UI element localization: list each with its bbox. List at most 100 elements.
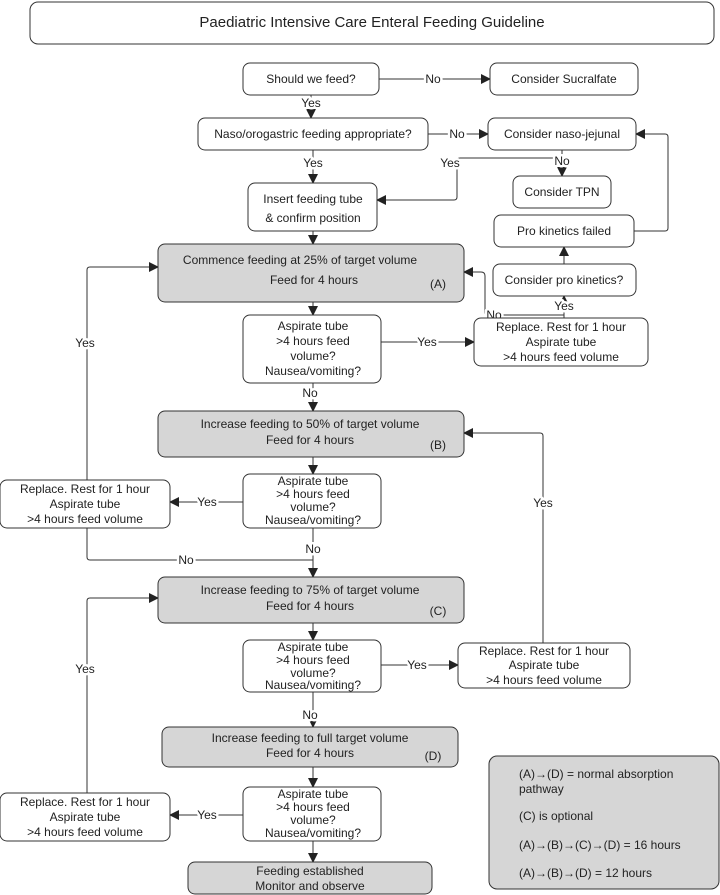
node-text: Replace. Rest for 1 hour: [479, 644, 609, 658]
node-text: Replace. Rest for 1 hour: [20, 482, 150, 496]
node-text: Feeding established: [256, 864, 363, 878]
label-yes: Yes: [301, 96, 321, 110]
node-text: volume?: [290, 349, 336, 363]
node-text: >4 hours feed: [276, 800, 350, 814]
node-text: (B): [430, 438, 446, 452]
node-consider-sucralfate: Consider Sucralfate: [489, 62, 639, 96]
label-yes: Yes: [554, 299, 574, 313]
node-text: Consider naso-jejunal: [504, 127, 620, 141]
node-replace-4: Replace. Rest for 1 hour Aspirate tube >…: [0, 792, 171, 842]
node-text: Aspirate tube: [278, 474, 349, 488]
node-step-a: Commence feeding at 25% of target volume…: [157, 243, 465, 303]
node-consider-pro-kinetics: Consider pro kinetics?: [492, 263, 637, 297]
node-text: Aspirate tube: [50, 810, 121, 824]
label-no: No: [305, 542, 321, 556]
node-text: (A): [430, 277, 446, 291]
node-text: Commence feeding at 25% of target volume: [183, 253, 417, 267]
node-text: Feed for 4 hours: [266, 746, 354, 760]
node-text: Increase feeding to 75% of target volume: [201, 583, 420, 597]
label-no: No: [449, 127, 465, 141]
connectors: [86, 74, 669, 863]
node-text: Nausea/vomiting?: [265, 364, 361, 378]
node-text: Aspirate tube: [509, 658, 580, 672]
node-consider-naso-jejunal: Consider naso-jejunal: [487, 117, 637, 151]
node-text: Monitor and observe: [255, 879, 365, 893]
label-no: No: [425, 72, 441, 86]
node-should-feed: Should we feed?: [242, 62, 380, 96]
node-text: volume?: [290, 666, 336, 680]
label-yes: Yes: [417, 335, 437, 349]
node-aspirate-2: Aspirate tube >4 hours feed volume? Naus…: [242, 473, 382, 529]
node-aspirate-4: Aspirate tube >4 hours feed volume? Naus…: [242, 786, 382, 842]
line-replace-no-to-c: [86, 528, 313, 561]
node-aspirate-1: Aspirate tube >4 hours feed volume? Naus…: [242, 314, 382, 384]
title-box: Paediatric Intensive Care Enteral Feedin…: [29, 1, 715, 45]
node-text: >4 hours feed volume: [503, 350, 619, 364]
node-text: Replace. Rest for 1 hour: [20, 795, 150, 809]
node-text: Feed for 4 hours: [270, 273, 358, 287]
label-yes: Yes: [75, 662, 95, 676]
node-text: Consider Sucralfate: [511, 72, 617, 86]
node-text: >4 hours feed: [276, 487, 350, 501]
notes-box: (A)→(D) = normal absorption pathway (C) …: [488, 755, 720, 890]
node-text: Aspirate tube: [278, 787, 349, 801]
node-insert-feeding-tube: Insert feeding tube & confirm position: [247, 182, 378, 232]
node-text: Nausea/vomiting?: [265, 513, 361, 527]
note-line: (A)→(B)→(C)→(D) = 16 hours: [519, 838, 681, 852]
node-text: Naso/orogastric feeding appropriate?: [214, 127, 412, 141]
node-text: Consider pro kinetics?: [505, 273, 624, 287]
label-yes: Yes: [75, 336, 95, 350]
node-step-d: Increase feeding to full target volume F…: [161, 726, 459, 768]
node-text: >4 hours feed volume: [486, 673, 602, 687]
note-line: (A)→(B)→(D) = 12 hours: [519, 866, 652, 880]
arrow-replace-no-to-a: [463, 267, 564, 316]
node-text: Increase feeding to 50% of target volume: [201, 417, 420, 431]
node-step-c: Increase feeding to 75% of target volume…: [157, 576, 465, 624]
label-no: No: [554, 154, 570, 168]
node-text: (C): [430, 604, 447, 618]
page-title: Paediatric Intensive Care Enteral Feedin…: [199, 14, 544, 31]
label-yes: Yes: [197, 495, 217, 509]
node-text: Feed for 4 hours: [266, 433, 354, 447]
node-text: Consider TPN: [524, 185, 599, 199]
node-replace-3: Replace. Rest for 1 hour Aspirate tube >…: [457, 642, 631, 689]
node-text: Nausea/vomiting?: [265, 678, 361, 692]
node-pro-kinetics-failed: Pro kinetics failed: [493, 214, 635, 248]
label-no: No: [178, 553, 194, 567]
node-aspirate-3: Aspirate tube >4 hours feed volume? Naus…: [242, 639, 382, 693]
node-text: Should we feed?: [266, 72, 356, 86]
node-text: >4 hours feed volume: [27, 512, 143, 526]
node-text: volume?: [290, 813, 336, 827]
node-text: Aspirate tube: [50, 497, 121, 511]
node-text: Aspirate tube: [278, 319, 349, 333]
node-consider-tpn: Consider TPN: [512, 175, 612, 209]
arrow-failed-to-nj: [634, 129, 669, 232]
label-yes: Yes: [440, 156, 460, 170]
node-text: Insert feeding tube: [263, 192, 363, 206]
node-naso-orogastric: Naso/orogastric feeding appropriate?: [197, 117, 429, 151]
arrow-loop-right-to-b: [463, 428, 544, 643]
note-line: (C) is optional: [519, 809, 593, 823]
label-yes: Yes: [407, 658, 427, 672]
node-text: Increase feeding to full target volume: [212, 731, 409, 745]
node-replace-1: Replace. Rest for 1 hour Aspirate tube >…: [473, 317, 649, 367]
node-replace-2: Replace. Rest for 1 hour Aspirate tube >…: [0, 479, 171, 529]
node-text: Pro kinetics failed: [517, 224, 611, 238]
arrow-loop-left-to-a: [86, 262, 159, 480]
node-text: >4 hours feed volume: [27, 825, 143, 839]
node-feeding-established: Feeding established Monitor and observe: [187, 861, 433, 895]
node-text: Feed for 4 hours: [266, 599, 354, 613]
node-text: >4 hours feed: [276, 334, 350, 348]
node-text: Aspirate tube: [526, 335, 597, 349]
node-text: & confirm position: [265, 211, 360, 225]
node-step-b: Increase feeding to 50% of target volume…: [157, 410, 465, 458]
node-text: Aspirate tube: [278, 640, 349, 654]
node-text: >4 hours feed: [276, 653, 350, 667]
label-no: No: [302, 386, 318, 400]
node-text: Replace. Rest for 1 hour: [496, 320, 626, 334]
node-text: Nausea/vomiting?: [265, 826, 361, 840]
label-no: No: [302, 708, 318, 722]
arrow-loop-left-to-c: [86, 593, 159, 793]
note-line: pathway: [519, 782, 564, 796]
